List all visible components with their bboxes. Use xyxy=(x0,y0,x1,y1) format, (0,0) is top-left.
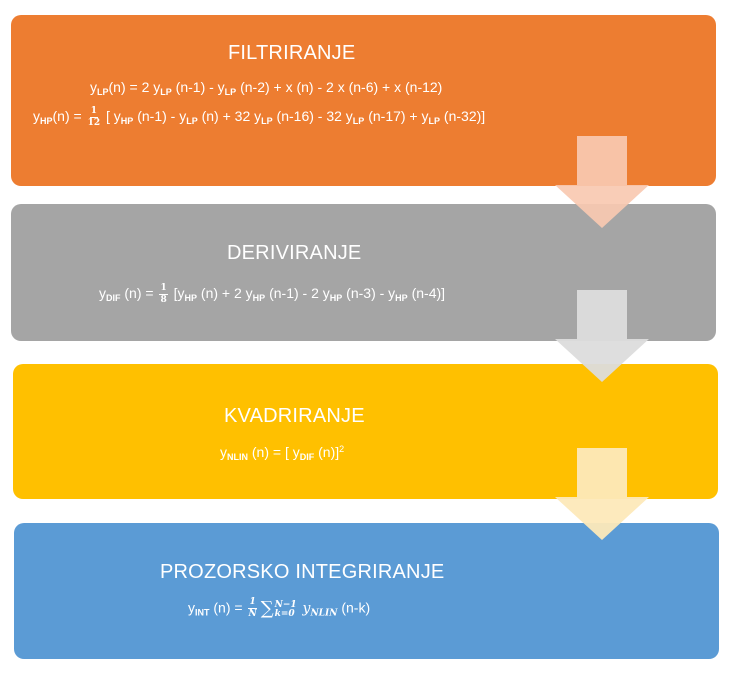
step-title-prozorsko-integriranje: PROZORSKO INTEGRIRANJE xyxy=(160,561,445,583)
step-box-prozorsko-integriranje xyxy=(14,523,719,659)
step-title-filtriranje: FILTRIRANJE xyxy=(228,42,356,64)
step-title-deriviranje: DERIVIRANJE xyxy=(227,242,362,264)
step-title-kvadriranje: KVADRIRANJE xyxy=(224,405,365,427)
squaring-equation: yNLIN (n) = [ yDIF (n)]2 xyxy=(220,444,345,462)
down-arrow-icon xyxy=(555,290,649,382)
down-arrow-icon xyxy=(555,136,649,228)
lowpass-equation: yLP(n) = 2 yLP (n-1) - yLP (n-2) + x (n)… xyxy=(90,79,443,97)
down-arrow-icon xyxy=(555,448,649,540)
